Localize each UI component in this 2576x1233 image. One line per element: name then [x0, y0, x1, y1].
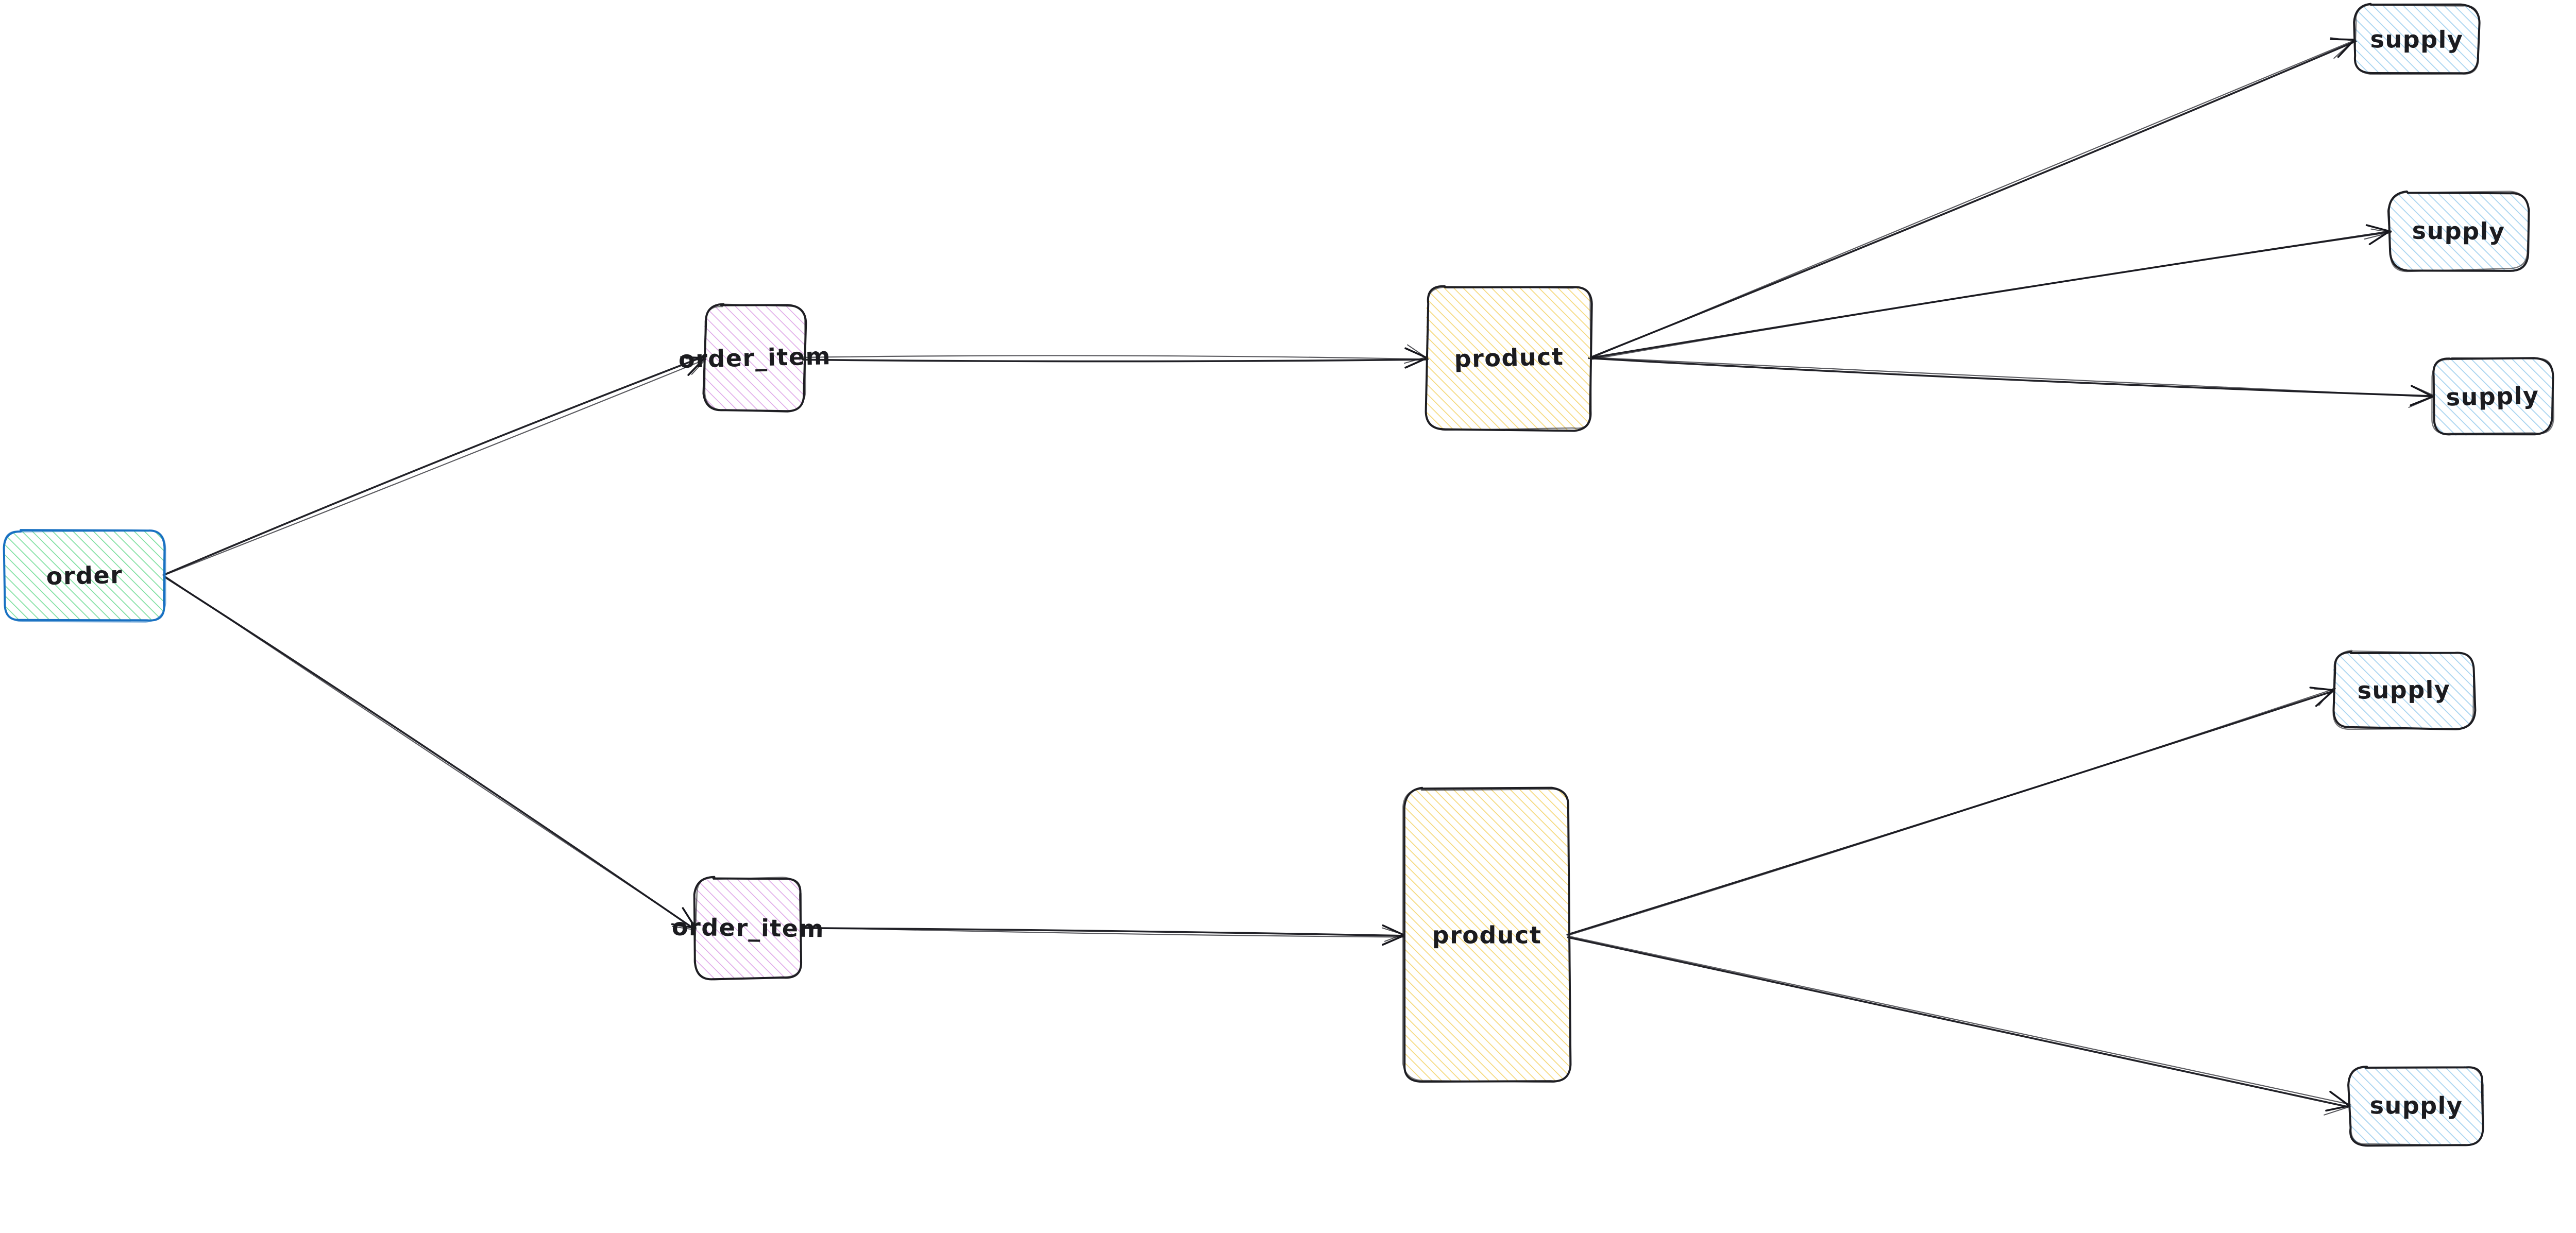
edge-stroke [804, 355, 1429, 360]
node-fill [2389, 193, 2529, 271]
arrowhead-stroke [2318, 688, 2333, 706]
node-outline [2431, 357, 2554, 435]
node-label-product_2: product [1432, 921, 1542, 949]
node-fill [2350, 1066, 2484, 1145]
node-supply_1[interactable]: supply [2353, 3, 2481, 75]
arrowhead-stroke [2333, 39, 2355, 59]
node-product_2[interactable]: product [1402, 786, 1572, 1083]
node-fill [1426, 286, 1591, 430]
edge-stroke [800, 927, 1404, 938]
edge-stroke [1570, 688, 2336, 935]
node-label-supply_4: supply [2357, 676, 2450, 705]
node-outline [2332, 649, 2475, 730]
node-supply_4[interactable]: supply [2332, 649, 2477, 730]
node-product_1[interactable]: product [1425, 285, 1593, 432]
arrowhead-stroke [2331, 1093, 2351, 1106]
node-supply_5[interactable]: supply [2347, 1066, 2484, 1147]
edge-stroke [801, 927, 1405, 937]
edge-product_1-to-supply_2[interactable] [1588, 224, 2392, 360]
edge-stroke [802, 358, 1428, 363]
edge-product_2-to-supply_4[interactable] [1566, 687, 2336, 936]
edge-order_item_2-to-product_2[interactable] [800, 924, 1405, 946]
arrowhead-stroke [1382, 934, 1405, 946]
edge-stroke [1591, 232, 2391, 360]
node-label-order_item_2: order_item [672, 913, 825, 943]
arrowhead-stroke [2365, 224, 2391, 232]
edge-product_2-to-supply_5[interactable] [1567, 936, 2351, 1116]
edge-stroke [1570, 936, 2351, 1105]
arrowhead-stroke [671, 923, 697, 929]
arrowhead-stroke [2370, 228, 2389, 233]
node-fill [704, 304, 805, 412]
arrowhead-stroke [1404, 357, 1428, 369]
edge-stroke [1588, 40, 2357, 359]
node-outline [1402, 788, 1572, 1083]
node-outline [2354, 4, 2480, 75]
arrowhead-stroke [682, 908, 696, 928]
arrowhead-stroke [2325, 1105, 2350, 1112]
node-label-order: order [46, 561, 123, 590]
arrowhead-stroke [1404, 347, 1428, 359]
node-order_item_2[interactable]: order_item [672, 876, 825, 981]
node-order_item_1[interactable]: order_item [678, 303, 832, 413]
arrowhead-stroke [2408, 396, 2434, 408]
arrowhead-stroke [2324, 1106, 2351, 1116]
node-fill [1403, 788, 1569, 1082]
node-label-order_item_1: order_item [678, 342, 831, 373]
arrowhead-stroke [2314, 688, 2335, 691]
node-fill [2333, 652, 2475, 728]
node-fill [2354, 5, 2479, 75]
arrowhead-stroke [1381, 927, 1405, 935]
node-label-supply_2: supply [2412, 217, 2505, 246]
arrowhead-stroke [680, 356, 706, 359]
node-fill [2432, 358, 2553, 436]
node-label-supply_1: supply [2370, 25, 2464, 54]
node-supply_2[interactable]: supply [2387, 190, 2530, 272]
node-outline [2387, 191, 2530, 272]
edge-stroke [1589, 40, 2354, 359]
edge-stroke [163, 358, 707, 576]
node-label-supply_5: supply [2370, 1091, 2463, 1120]
edge-stroke [1591, 357, 2432, 397]
node-outline [3, 530, 166, 623]
arrowhead-stroke [2330, 37, 2355, 42]
edge-product_1-to-supply_1[interactable] [1588, 37, 2357, 359]
node-label-product_1: product [1454, 342, 1564, 373]
node-layer: orderorder_itemorder_itemproductproducts… [3, 3, 2554, 1147]
arrowhead-stroke [685, 358, 705, 360]
arrowhead-stroke [2364, 232, 2392, 240]
arrowhead-stroke [672, 926, 695, 930]
edge-order-to-order_item_2[interactable] [163, 575, 697, 931]
arrowhead-stroke [1404, 356, 1429, 364]
node-label-supply_3: supply [2446, 382, 2539, 412]
node-fill [4, 529, 165, 621]
edge-layer [162, 37, 2435, 1116]
node-outline [704, 303, 806, 413]
edge-stroke [1592, 357, 2433, 398]
edge-stroke [162, 355, 706, 576]
node-outline [3, 529, 166, 622]
edge-stroke [163, 575, 697, 931]
node-supply_3[interactable]: supply [2431, 357, 2554, 436]
edge-stroke [164, 576, 696, 931]
arrowhead-stroke [2410, 396, 2434, 406]
node-order[interactable]: order [3, 529, 166, 623]
arrowhead-stroke [1384, 933, 1405, 942]
node-outline [693, 876, 802, 981]
node-fill [694, 877, 802, 979]
edge-order-to-order_item_1[interactable] [162, 355, 707, 576]
arrowhead-stroke [2411, 385, 2435, 396]
edge-product_1-to-supply_3[interactable] [1591, 357, 2435, 408]
edge-stroke [1567, 936, 2348, 1108]
arrowhead-stroke [2411, 385, 2434, 398]
arrowhead-stroke [687, 357, 706, 376]
edge-order_item_1-to-product_1[interactable] [802, 344, 1429, 369]
arrowhead-stroke [1407, 344, 1429, 359]
node-outline [2347, 1067, 2484, 1146]
node-outline [1425, 286, 1592, 431]
